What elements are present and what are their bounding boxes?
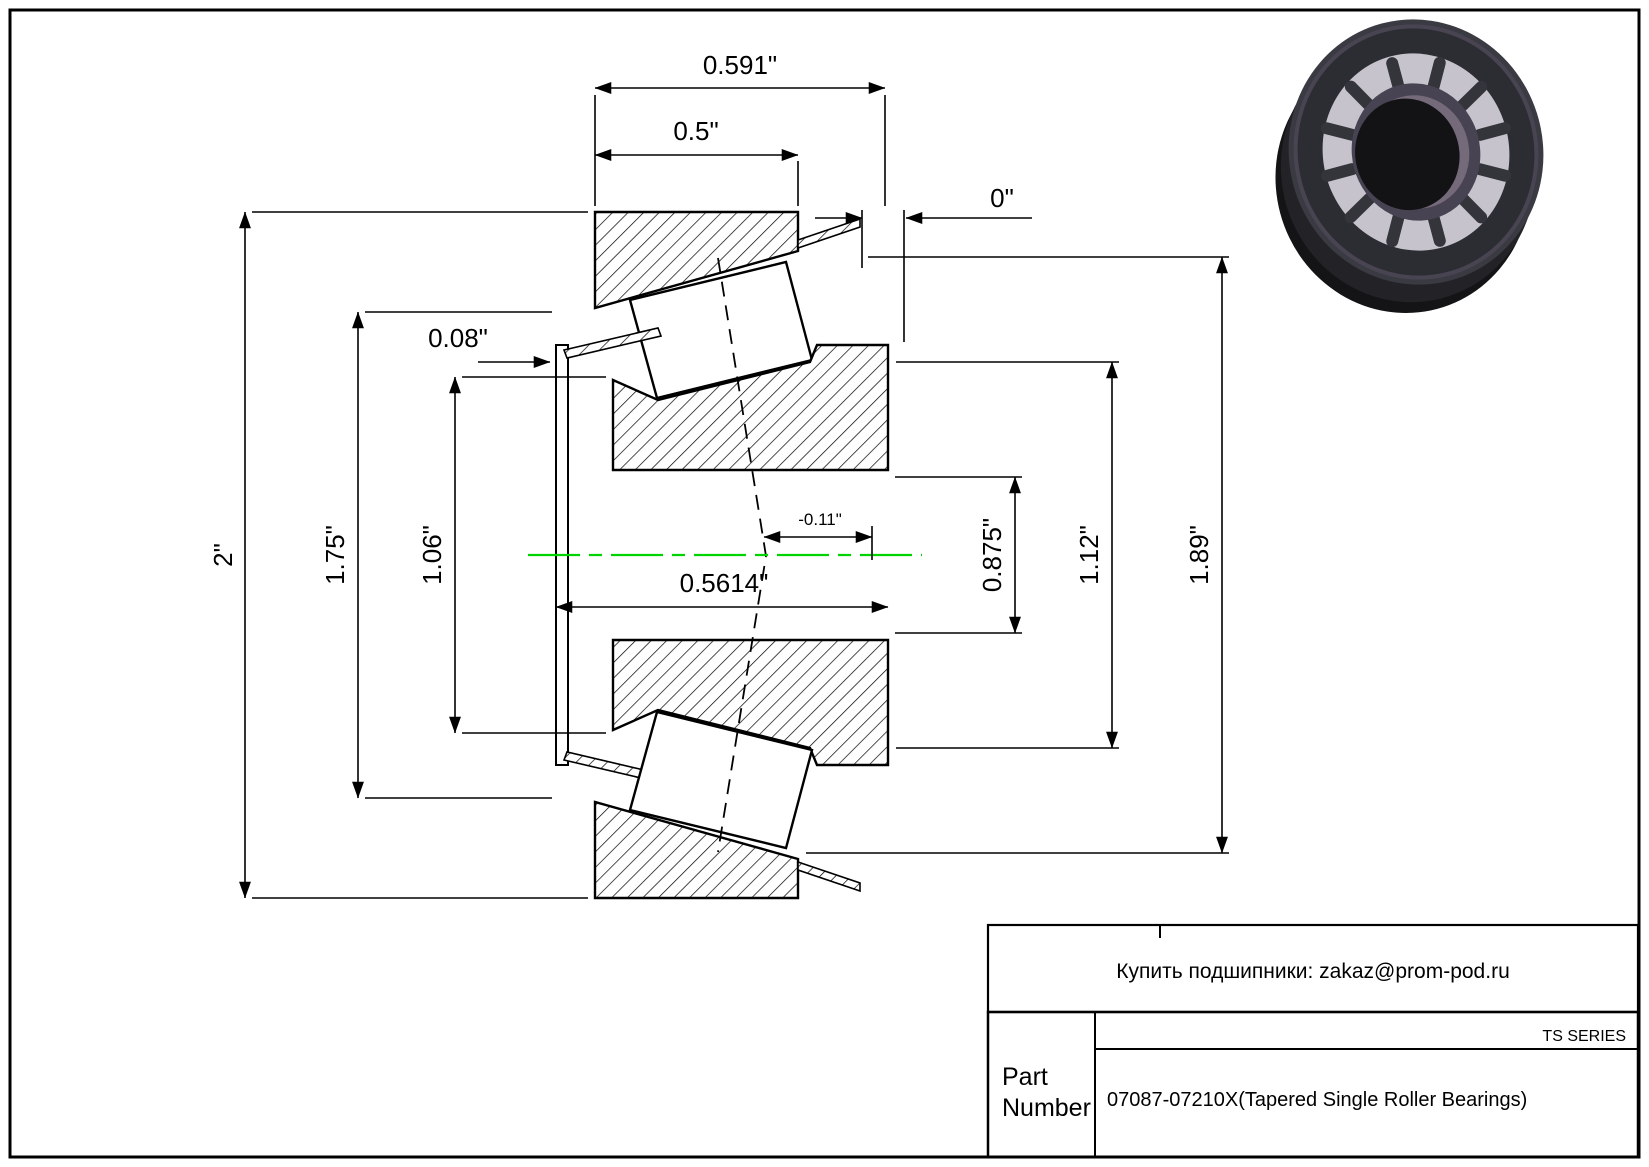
dim-standout (815, 210, 1032, 342)
series-text: TS SERIES (1542, 1028, 1626, 1045)
cone-top-section (611, 343, 890, 472)
part-number-value: 07087-07210X(Tapered Single Roller Beari… (1107, 1089, 1527, 1111)
label-bore: 0.875" (977, 518, 1007, 592)
label-flange-od: 1.75" (320, 525, 350, 585)
dim-overall-width (594, 82, 886, 206)
label-overall-width: 0.591" (703, 50, 777, 80)
dim-flange-od (352, 311, 552, 799)
dim-cup-width (594, 149, 799, 206)
bearing-3d-render (1275, 19, 1544, 313)
dim-outer-diameter (239, 211, 588, 899)
page-border (8, 8, 1641, 1159)
dim-bore (895, 476, 1022, 634)
label-standout: 0" (990, 183, 1014, 213)
label-center-offset: -0.11" (798, 510, 842, 529)
part-number-label: Part Number (1002, 1063, 1091, 1122)
title-block: Купить подшипники: zakaz@prom-pod.ru TS … (986, 923, 1640, 1159)
cup-top-section (593, 210, 800, 310)
label-outer-diameter: 2" (208, 543, 238, 567)
cone-bottom-section (611, 638, 890, 767)
label-shoulder-od: 1.06" (417, 525, 447, 585)
roller-cage-slots (1320, 56, 1512, 248)
label-cone-width: 0.5614" (680, 568, 769, 598)
label-flange-width: 0.08" (428, 323, 488, 353)
label-housing-od: 1.89" (1184, 525, 1214, 585)
cup-strip-top (797, 217, 861, 250)
contact-text: Купить подшипники: zakaz@prom-pod.ru (1116, 960, 1510, 983)
dim-center-offset (763, 526, 873, 560)
label-cup-width: 0.5" (673, 116, 718, 146)
cup-strip-bottom (797, 860, 861, 893)
seal-flange-top-lip (562, 327, 663, 359)
dim-shoulder-od (449, 376, 606, 734)
dim-housing-od (806, 256, 1229, 854)
cup-bottom-section (593, 800, 800, 900)
dim-rib-od (896, 361, 1119, 749)
label-rib-od: 1.12" (1074, 525, 1104, 585)
roller-bottom (628, 710, 814, 850)
